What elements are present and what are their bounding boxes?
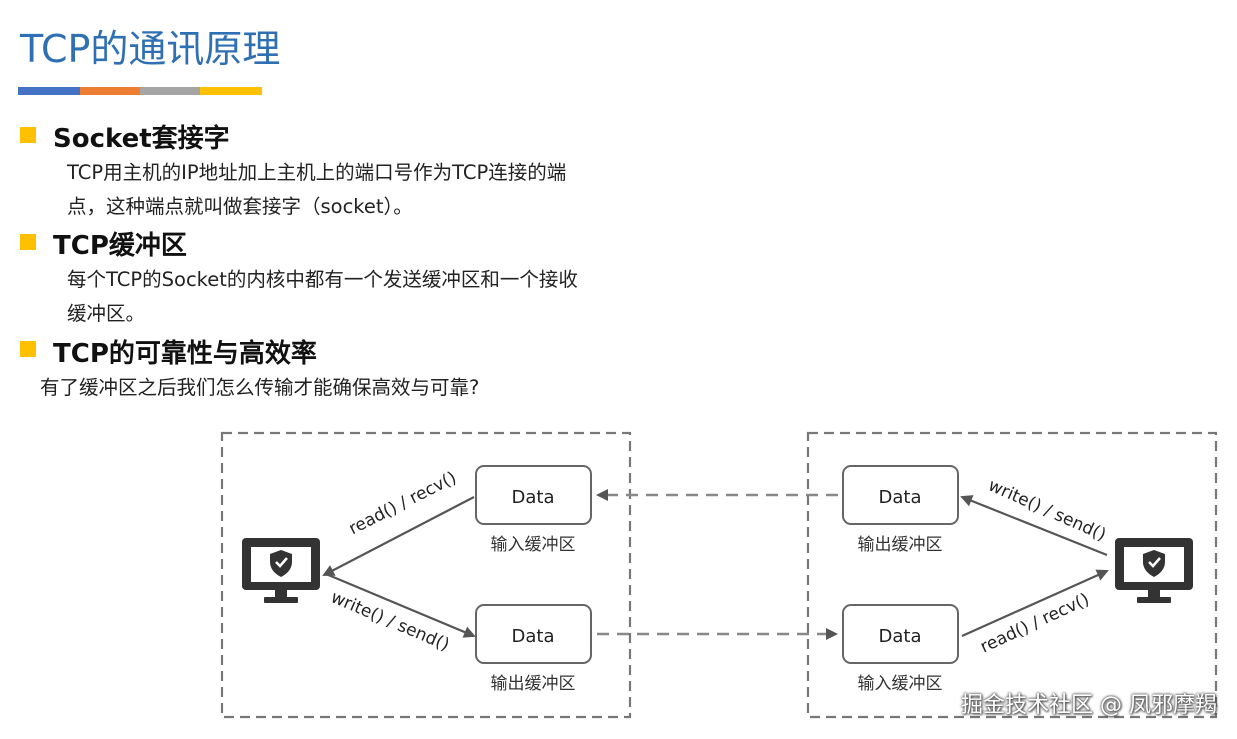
left-host-frame	[220, 431, 632, 719]
buffer-label: 输入缓冲区	[491, 535, 576, 555]
write-label-left: write() / send()	[328, 587, 452, 655]
title-bar-yellow	[200, 87, 262, 95]
section-text-line: 点，这种端点就叫做套接字（socket）。	[67, 195, 413, 218]
buffer-label: 输出缓冲区	[858, 535, 943, 555]
right-output-buffer-box: Data	[842, 465, 959, 525]
left-output-buffer-box: Data	[475, 604, 592, 664]
title-bar-gray	[140, 87, 200, 95]
title-bar-orange	[80, 87, 140, 95]
question-text: 有了缓冲区之后我们怎么传输才能确保高效与可靠?	[40, 376, 480, 399]
read-label-right: read() / recv()	[977, 590, 1092, 658]
data-box-label: Data	[512, 487, 555, 508]
title-color-bar	[18, 87, 262, 95]
section-text-line: 每个TCP的Socket的内核中都有一个发送缓冲区和一个接收	[67, 268, 578, 291]
right-input-buffer-box: Data	[842, 604, 959, 664]
data-box-label: Data	[512, 626, 555, 647]
title-bar-blue	[18, 87, 80, 95]
bullet-square	[20, 341, 36, 357]
section-text-line: 缓冲区。	[67, 302, 146, 325]
read-label-left: read() / recv()	[346, 468, 460, 539]
data-box-label: Data	[879, 487, 922, 508]
page-title: TCP的通讯原理	[20, 27, 281, 71]
monitor-shield-icon	[1115, 538, 1193, 603]
left-input-buffer-box: Data	[475, 465, 592, 525]
write-arrow-right	[960, 495, 1108, 557]
watermark: 掘金技术社区 @ 凤邪摩羯	[961, 693, 1217, 718]
bullet-square	[20, 127, 36, 143]
read-arrow-right	[961, 569, 1109, 638]
monitor-shield-icon	[242, 538, 320, 603]
buffer-label: 输出缓冲区	[491, 674, 576, 694]
write-label-right: write() / send()	[985, 476, 1109, 546]
right-host-frame	[806, 431, 1218, 719]
section-heading-reliability: TCP的可靠性与高效率	[53, 339, 317, 369]
section-heading-buffer: TCP缓冲区	[53, 231, 187, 261]
write-arrow-left	[325, 572, 476, 638]
buffer-label: 输入缓冲区	[858, 674, 943, 694]
section-heading-socket: Socket套接字	[53, 124, 230, 154]
read-arrow-left	[322, 496, 475, 576]
bullet-square	[20, 234, 36, 250]
section-text-line: TCP用主机的IP地址加上主机上的端口号作为TCP连接的端	[67, 161, 567, 184]
data-box-label: Data	[879, 626, 922, 647]
